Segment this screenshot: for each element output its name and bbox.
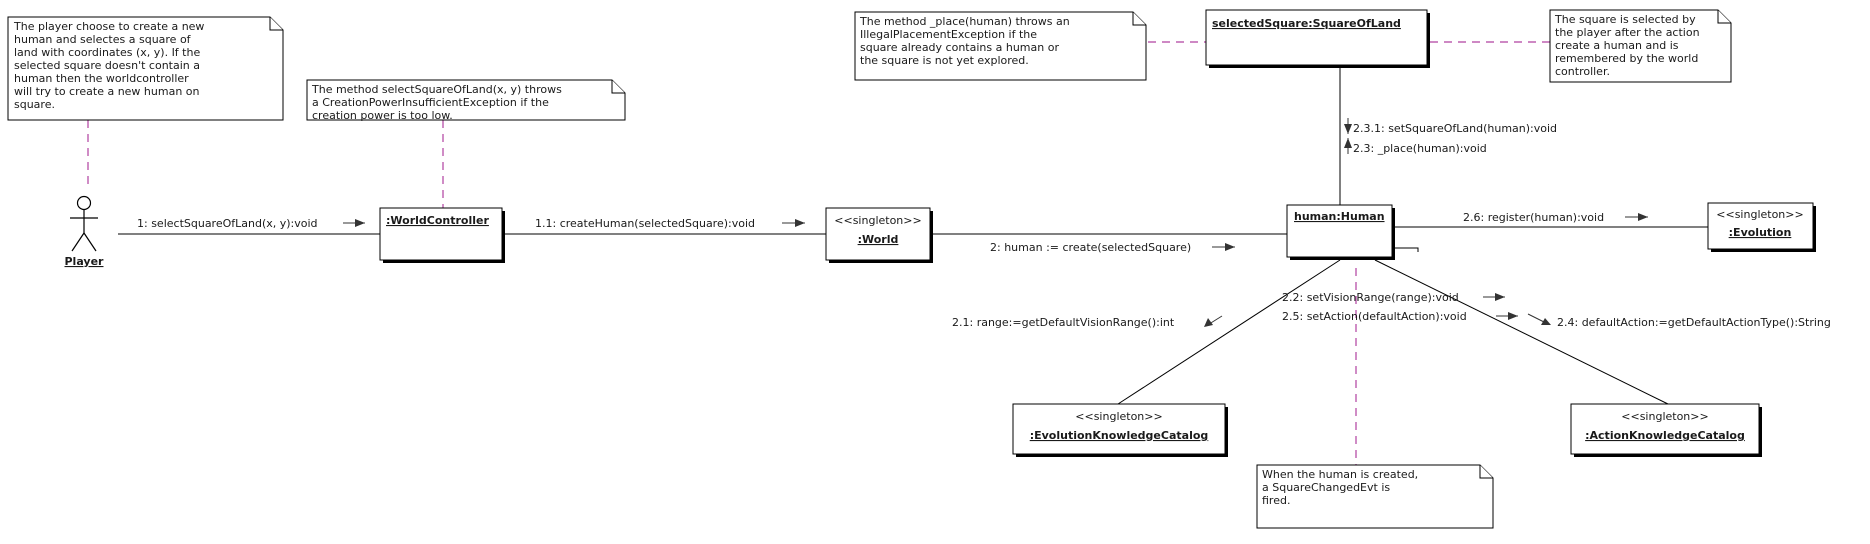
human-object[interactable]: human:Human bbox=[1286, 204, 1395, 260]
actor-head-icon bbox=[76, 195, 92, 211]
message-1-arrow-icon bbox=[355, 219, 365, 227]
evolution-catalog-object[interactable]: <<singleton>> :EvolutionKnowledgeCatalog bbox=[1012, 403, 1228, 457]
action-catalog-object[interactable]: <<singleton>> :ActionKnowledgeCatalog bbox=[1570, 403, 1762, 457]
message-2-3-1-label: 2.3.1: setSquareOfLand(human):void bbox=[1353, 122, 1557, 135]
world-controller-object[interactable]: :WorldController bbox=[379, 207, 505, 263]
world-name: :World bbox=[858, 233, 899, 246]
world-stereotype: <<singleton>> bbox=[834, 214, 921, 227]
player-note: The player choose to create a new human … bbox=[7, 16, 284, 121]
message-2-5: 2.5: setAction(defaultAction):void bbox=[1282, 310, 1518, 323]
human-self-link bbox=[1395, 247, 1419, 250]
message-2-5-label: 2.5: setAction(defaultAction):void bbox=[1282, 310, 1467, 323]
event-note-text: When the human is created, a SquareChang… bbox=[1262, 468, 1422, 507]
evolution-object[interactable]: <<singleton>> :Evolution bbox=[1707, 202, 1816, 252]
evolution-catalog-stereotype: <<singleton>> bbox=[1075, 410, 1162, 423]
message-2-1-arrow-icon bbox=[1204, 318, 1213, 327]
square-note: The square is selected by the player aft… bbox=[1549, 9, 1732, 83]
action-catalog-stereotype: <<singleton>> bbox=[1621, 410, 1708, 423]
message-2-2: 2.2: setVisionRange(range):void bbox=[1282, 291, 1505, 304]
message-2-4-label: 2.4: defaultAction:=getDefaultActionType… bbox=[1557, 316, 1831, 329]
world-object[interactable]: <<singleton>> :World bbox=[825, 207, 933, 263]
message-2-6-arrow-icon bbox=[1638, 213, 1648, 221]
message-2-arrow-icon bbox=[1225, 243, 1235, 251]
message-2-4: 2.4: defaultAction:=getDefaultActionType… bbox=[1527, 313, 1831, 329]
message-1-1: 1.1: createHuman(selectedSquare):void bbox=[535, 217, 805, 230]
place-note: The method _place(human) throws an Illeg… bbox=[854, 11, 1147, 81]
message-2-6-label: 2.6: register(human):void bbox=[1463, 211, 1604, 224]
message-2-3: 2.3: _place(human):void bbox=[1344, 138, 1487, 155]
selected-square-name: selectedSquare:SquareOfLand bbox=[1212, 17, 1401, 30]
message-2-3-1-arrow-icon bbox=[1344, 124, 1352, 134]
square-note-text: The square is selected by the player aft… bbox=[1554, 13, 1703, 78]
evolution-name: :Evolution bbox=[1729, 226, 1792, 239]
selected-square-object[interactable]: selectedSquare:SquareOfLand bbox=[1205, 9, 1430, 68]
message-2-3-label: 2.3: _place(human):void bbox=[1353, 142, 1487, 155]
place-note-text: The method _place(human) throws an Illeg… bbox=[859, 15, 1073, 67]
message-2-2-arrow-icon bbox=[1495, 293, 1505, 301]
message-2: 2: human := create(selectedSquare) bbox=[990, 241, 1235, 254]
event-note: When the human is created, a SquareChang… bbox=[1256, 464, 1494, 529]
evolution-catalog-name: :EvolutionKnowledgeCatalog bbox=[1030, 429, 1209, 442]
link-human-evocatalog bbox=[1117, 259, 1341, 405]
controller-note: The method selectSquareOfLand(x, y) thro… bbox=[306, 79, 626, 122]
actor-name: Player bbox=[65, 255, 105, 268]
message-2-1: 2.1: range:=getDefaultVisionRange():int bbox=[952, 315, 1223, 329]
message-1: 1: selectSquareOfLand(x, y):void bbox=[137, 217, 365, 230]
message-1-1-arrow-icon bbox=[795, 219, 805, 227]
message-2-label: 2: human := create(selectedSquare) bbox=[990, 241, 1191, 254]
message-2-5-arrow-icon bbox=[1508, 312, 1518, 320]
human-self-link-bottom bbox=[1395, 247, 1419, 252]
evolution-stereotype: <<singleton>> bbox=[1716, 208, 1803, 221]
action-catalog-name: :ActionKnowledgeCatalog bbox=[1585, 429, 1745, 442]
message-2-2-label: 2.2: setVisionRange(range):void bbox=[1282, 291, 1459, 304]
player-actor[interactable]: Player bbox=[65, 195, 105, 269]
controller-note-text: The method selectSquareOfLand(x, y) thro… bbox=[311, 83, 565, 122]
world-controller-name: :WorldController bbox=[386, 214, 489, 227]
message-2-1-label: 2.1: range:=getDefaultVisionRange():int bbox=[952, 316, 1175, 329]
message-1-label: 1: selectSquareOfLand(x, y):void bbox=[137, 217, 318, 230]
message-1-1-label: 1.1: createHuman(selectedSquare):void bbox=[535, 217, 755, 230]
player-note-text: The player choose to create a new human … bbox=[13, 20, 208, 111]
message-2-4-arrow-icon bbox=[1541, 318, 1551, 325]
message-2-3-1: 2.3.1: setSquareOfLand(human):void bbox=[1344, 118, 1557, 135]
link-human-actioncatalog bbox=[1374, 259, 1669, 405]
message-2-3-arrow-icon bbox=[1344, 138, 1352, 148]
human-name: human:Human bbox=[1294, 210, 1385, 223]
message-2-6: 2.6: register(human):void bbox=[1463, 211, 1648, 224]
